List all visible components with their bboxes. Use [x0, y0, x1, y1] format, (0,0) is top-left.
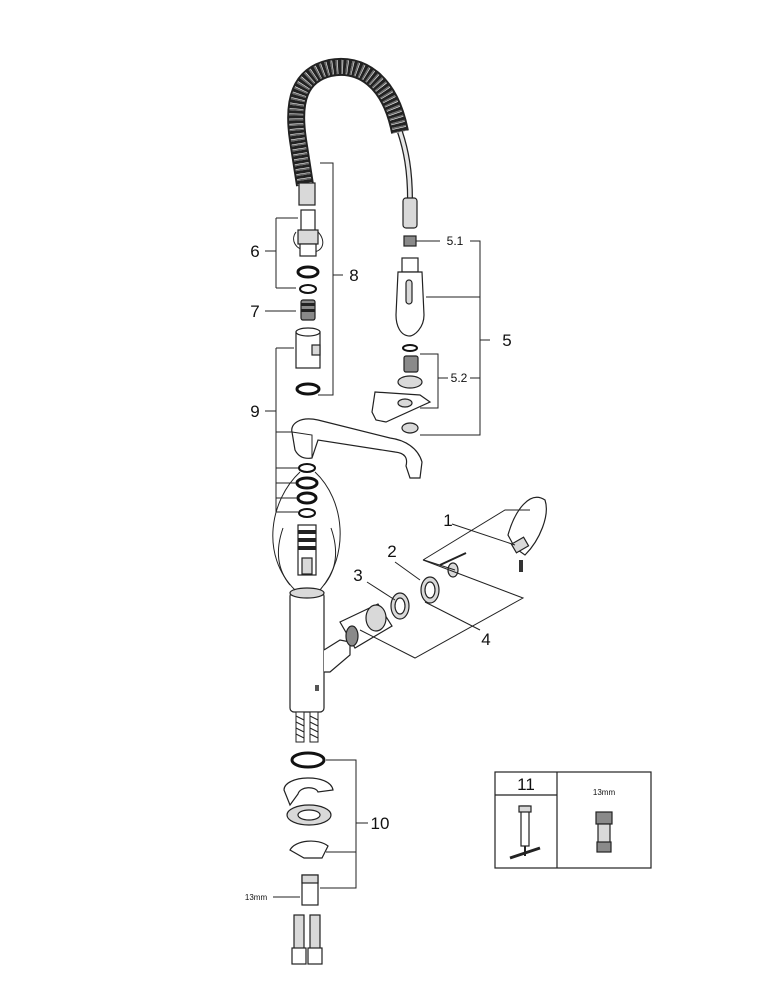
callout-1: 1: [443, 511, 452, 530]
seal-rings: [295, 463, 319, 518]
callout-4: 4: [481, 630, 490, 649]
part-6-connector: [293, 209, 324, 294]
callout-8: 8: [349, 266, 358, 285]
callout-5-1: 5.1: [447, 234, 464, 248]
callout-9: 9: [250, 402, 259, 421]
cartridge-assembly: [339, 496, 547, 649]
callout-10: 10: [371, 814, 390, 833]
wrench-size-bottom: 13mm: [245, 893, 268, 902]
part-5-spray-head: [371, 235, 432, 434]
wrench-size-box: 13mm: [593, 788, 616, 797]
diverter-body: [277, 524, 337, 586]
callout-7: 7: [250, 302, 259, 321]
spring-coil: [287, 57, 409, 187]
part-10-mounting-set: [283, 751, 334, 906]
callout-5: 5: [502, 331, 511, 350]
part-9-sleeve: [295, 327, 321, 396]
braided-hoses: [295, 711, 319, 743]
callout-5-2: 5.2: [451, 371, 468, 385]
part-7-insert: [300, 299, 316, 321]
faucet-body: [289, 587, 351, 713]
callout-3: 3: [353, 566, 362, 585]
leader-lines: [265, 162, 530, 898]
tool-box-11: [494, 771, 652, 869]
callout-11: 11: [517, 775, 535, 794]
callout-6: 6: [250, 242, 259, 261]
hose-connector-top: [298, 182, 316, 206]
spout: [291, 418, 423, 479]
spray-hose: [397, 131, 418, 229]
callout-2: 2: [387, 542, 396, 561]
hose-ends: [291, 914, 323, 965]
